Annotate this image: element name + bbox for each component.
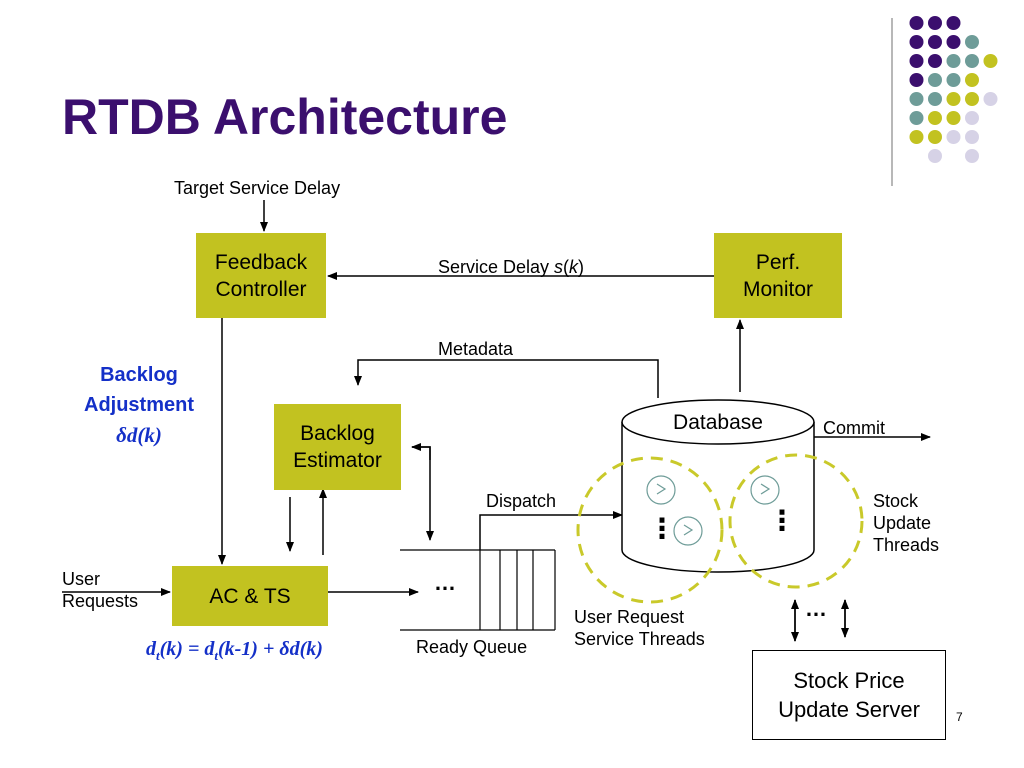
decorative-dot (909, 73, 924, 87)
decorative-dot (928, 16, 942, 30)
decorative-dot (965, 111, 979, 125)
decorative-dot (946, 16, 961, 30)
decorative-dot (928, 54, 942, 68)
ready-queue-label: Ready Queue (416, 637, 528, 657)
decorative-dot (965, 54, 979, 68)
decorative-dot-grid (891, 16, 998, 186)
backlog-adjustment-label: Backlog Adjustment δd(k) (84, 364, 194, 447)
ready-queue (400, 549, 556, 631)
delay-equation: dt(k) = dt(k-1) + δd(k) (146, 638, 323, 667)
decorative-dot (965, 149, 979, 163)
decorative-dot (909, 54, 924, 68)
user-request-service-threads-label: User Request Service Threads (574, 607, 705, 649)
stock-update-threads-label: Stock Update Threads (873, 491, 940, 555)
dispatch-label: Dispatch (486, 491, 557, 511)
decorative-dot (928, 73, 942, 87)
target-service-delay-label: Target Service Delay (174, 178, 341, 198)
decorative-dot (983, 92, 998, 106)
decorative-dot (946, 54, 961, 68)
decorative-dot (946, 92, 961, 106)
user-requests-label: User Requests (62, 569, 139, 611)
decorative-dot (909, 16, 924, 30)
user-request-threads-circle (576, 456, 724, 604)
commit-label: Commit (823, 418, 885, 438)
decorative-dot (928, 92, 942, 106)
page-title: RTDB Architecture (62, 89, 508, 145)
decorative-dot (909, 130, 924, 144)
server-threads-ellipsis: … (805, 596, 827, 621)
decorative-dot (946, 130, 961, 144)
decorative-dot (909, 92, 924, 106)
database-label: Database (673, 411, 763, 434)
ac-ts-box: AC & TS (172, 566, 328, 626)
decorative-dot (946, 35, 961, 49)
feedback-controller-box: Feedback Controller (196, 233, 326, 318)
decorative-dot (928, 149, 942, 163)
database-cylinder (621, 399, 815, 573)
arrow-estimator-queue (412, 446, 434, 541)
decorative-dot (965, 92, 979, 106)
stock-price-server-box: Stock Price Update Server (752, 650, 946, 740)
decorative-dot (928, 111, 942, 125)
decorative-dot (965, 35, 979, 49)
decorative-dot (946, 111, 961, 125)
decorative-dot (928, 35, 942, 49)
queue-ellipsis: … (434, 570, 456, 595)
page-number: 7 (956, 710, 963, 724)
service-delay-label: Service Delay s(k) (438, 257, 585, 277)
backlog-estimator-box: Backlog Estimator (274, 404, 401, 490)
decorative-dot (965, 130, 979, 144)
thread-icon (646, 475, 780, 546)
user-threads-vertical-dots: ⋮ (648, 513, 676, 544)
decorative-dot (909, 111, 924, 125)
perf-monitor-box: Perf. Monitor (714, 233, 842, 318)
metadata-label: Metadata (438, 339, 514, 359)
stock-threads-vertical-dots: ⋮ (768, 505, 796, 536)
decorative-dot (965, 73, 979, 87)
decorative-dot (928, 130, 942, 144)
decorative-dot (983, 54, 998, 68)
stock-update-threads-circle (728, 453, 864, 589)
equation-text: dt(k) = dt(k-1) + δd(k) (146, 638, 323, 663)
arrow-dispatch (479, 511, 623, 550)
decorative-dot (909, 35, 924, 49)
decorative-dot (946, 73, 961, 87)
arrow-metadata (354, 359, 659, 398)
